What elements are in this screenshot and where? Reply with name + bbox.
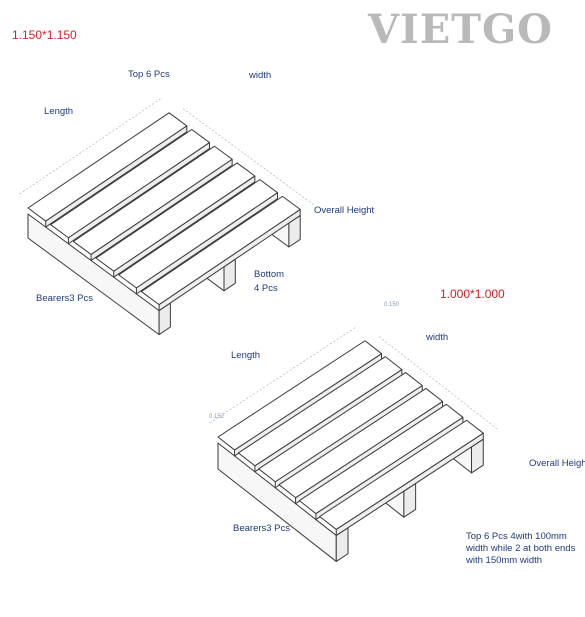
pallet-1150-width-label: width — [249, 70, 272, 81]
pallet-1150-bottom-count: 4 Pcs — [254, 283, 278, 294]
pallet-1150-board-top-5 — [118, 179, 279, 289]
pallet-1000-length-label: Length — [231, 350, 261, 361]
pallet-1000-board-top-3 — [258, 372, 423, 483]
pallet-1000-note-line-2: width while 2 at both ends — [466, 543, 576, 554]
pallet-1000-board-top-5 — [298, 403, 464, 515]
pallet-1150-bearers-label: Bearers3 Pcs — [36, 293, 94, 304]
pallet-1150-board-top-1 — [27, 112, 188, 222]
pallet-1000-title: 1.000*1.000 — [440, 287, 505, 301]
pallet-1000-top-board-dim: 0.150 — [384, 302, 400, 308]
pallet-1150-length-label: Length — [44, 106, 74, 117]
pallet-1150-board-top-3 — [72, 145, 233, 255]
pallet-1000-overall-height-label: Overall Height — [529, 458, 585, 469]
pallet-1000-top-note: Top 6 Pcs 4with 100mm width while 2 at b… — [466, 531, 575, 567]
pallet-1150-overall-height-label: Overall Height — [314, 205, 375, 216]
pallet-1000-drawing — [209, 326, 498, 562]
pallet-1000-board-top-6 — [319, 419, 484, 530]
pallet-1000-width-label: width — [426, 332, 449, 343]
pallet-1150-board-top-4 — [95, 162, 256, 272]
pallet-1150-dim-length — [19, 98, 161, 195]
pallet-1150-board-top-2 — [50, 129, 210, 239]
pallet-1150-board-top-6 — [140, 195, 301, 306]
vietgo-logo: VIETGO — [368, 6, 554, 53]
pallet-1000-note-line-3: with 150mm width — [466, 555, 543, 566]
pallet-1150-dim-width — [182, 108, 315, 206]
pallet-1000-board-top-1 — [217, 340, 383, 451]
pallet-1000-dim-width — [378, 336, 498, 430]
pallet-1150-title: 1.150*1.150 — [12, 28, 77, 42]
pallet-1000-dim-length — [209, 326, 357, 424]
pallet-1000-board-top-4 — [278, 387, 444, 499]
pallet-1000-side-board-dim: 0.152 — [209, 414, 225, 420]
pallet-1150-top-label: Top 6 Pcs — [128, 69, 170, 80]
pallet-1000-bearers-label: Bearers3 Pcs — [233, 523, 291, 534]
pallet-1000-board-top-2 — [237, 356, 403, 467]
pallet-1150-drawing — [19, 98, 315, 336]
pallet-1000-note-line-1: Top 6 Pcs 4with 100mm — [466, 531, 567, 542]
pallet-1150-bottom-label: Bottom — [254, 269, 285, 280]
